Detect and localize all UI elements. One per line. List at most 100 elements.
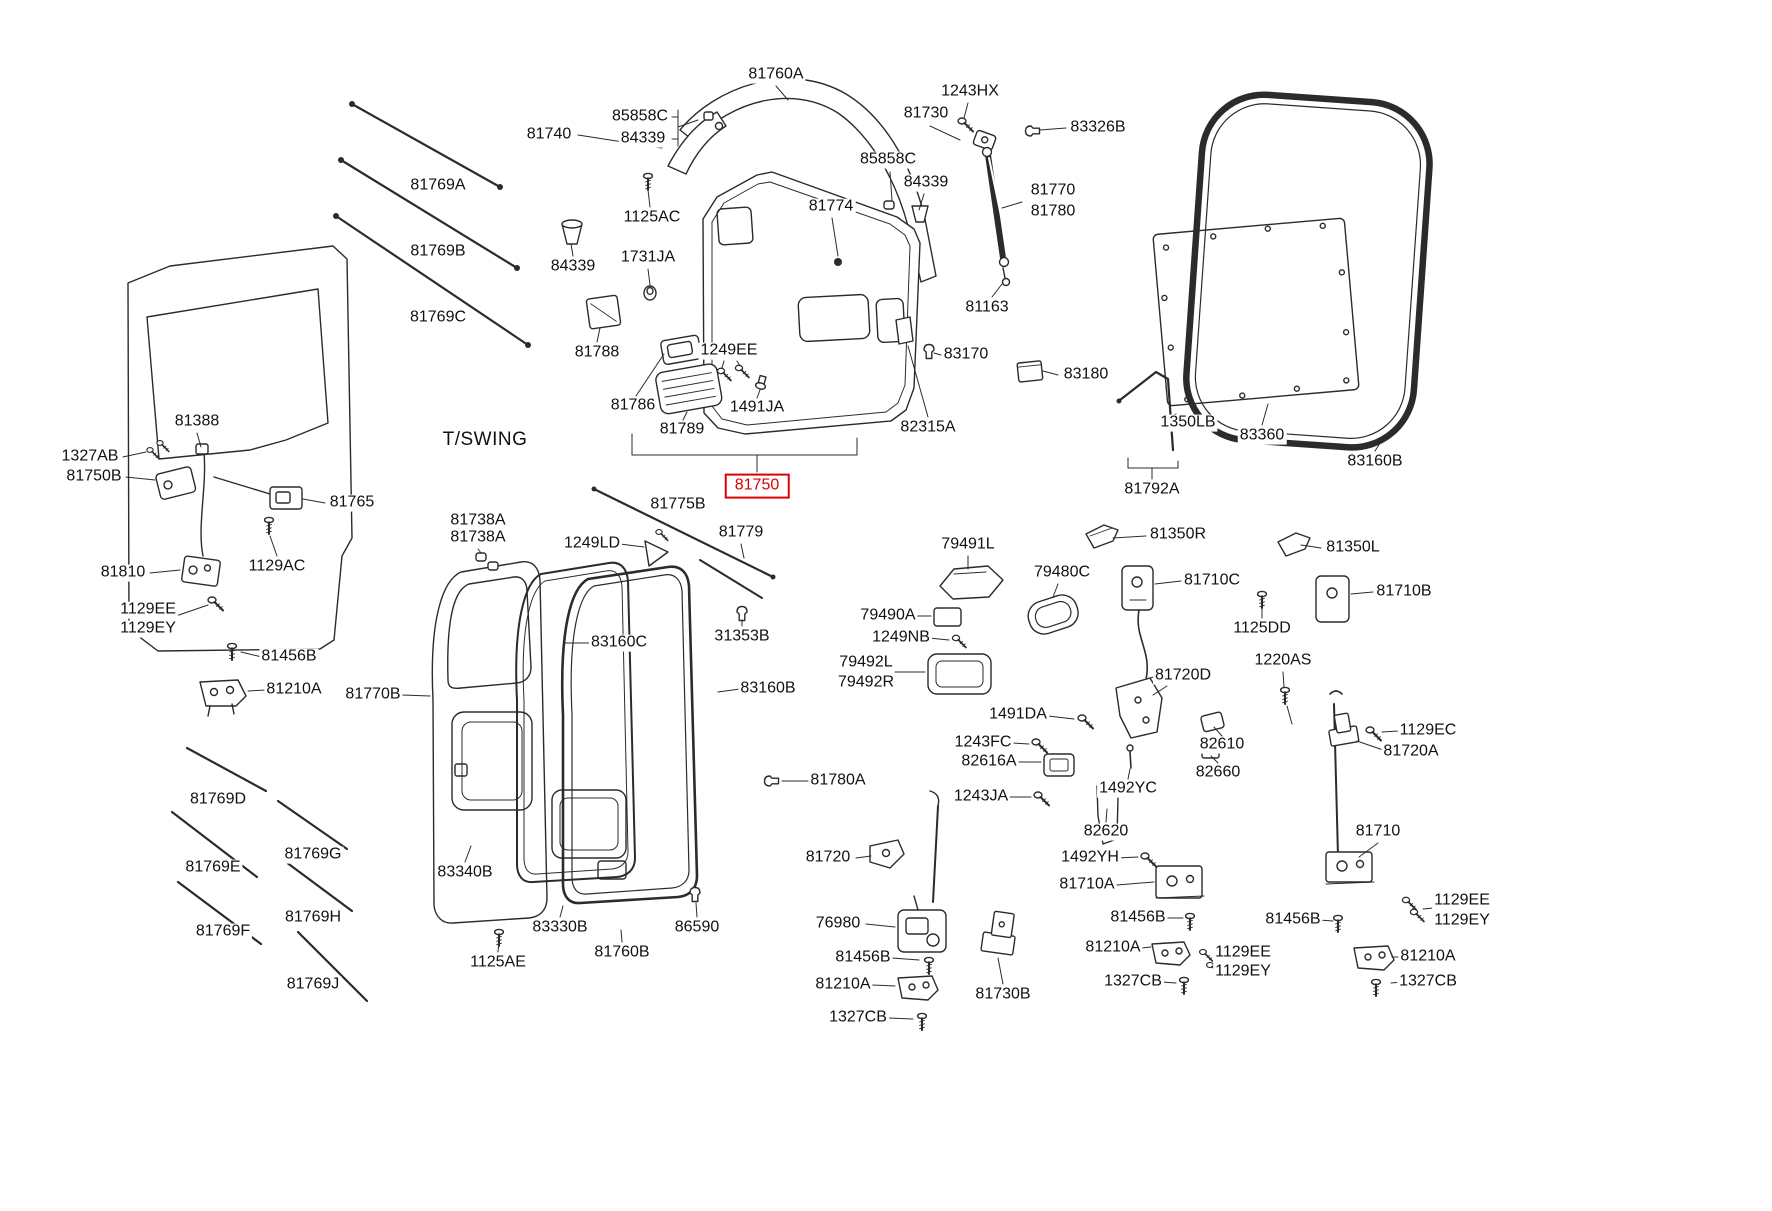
part-label-81710[interactable]: 81710 <box>1353 822 1403 841</box>
part-label-81456B[interactable]: 81456B <box>1263 910 1323 929</box>
part-label-83330B[interactable]: 83330B <box>530 918 590 937</box>
part-label-81788[interactable]: 81788 <box>572 343 622 362</box>
part-label-1249NB[interactable]: 1249NB <box>870 628 932 647</box>
part-label-81730B[interactable]: 81730B <box>973 985 1033 1004</box>
part-label-81720D[interactable]: 81720D <box>1152 666 1214 685</box>
part-label-81710B[interactable]: 81710B <box>1374 582 1434 601</box>
part-label-1243JA[interactable]: 1243JA <box>951 787 1011 806</box>
part-label-81775B[interactable]: 81775B <box>648 495 708 514</box>
part-label-81750[interactable]: 81750 <box>724 473 790 499</box>
part-label-81760B[interactable]: 81760B <box>592 943 652 962</box>
part-label-81738A[interactable]: 81738A <box>448 528 508 547</box>
part-label-83180[interactable]: 83180 <box>1061 365 1111 384</box>
part-label-81769J[interactable]: 81769J <box>284 975 342 994</box>
part-label-84339[interactable]: 84339 <box>548 257 598 276</box>
part-label-83160C[interactable]: 83160C <box>588 633 650 652</box>
part-label-1327CB[interactable]: 1327CB <box>827 1008 889 1027</box>
part-label-1249LD[interactable]: 1249LD <box>561 534 623 553</box>
part-label-1249EE[interactable]: 1249EE <box>698 341 760 360</box>
part-label-1220AS[interactable]: 1220AS <box>1252 651 1314 670</box>
part-label-81786[interactable]: 81786 <box>608 396 658 415</box>
part-label-81456B[interactable]: 81456B <box>833 948 893 967</box>
part-label-83170[interactable]: 83170 <box>941 345 991 364</box>
part-label-81456B[interactable]: 81456B <box>259 647 319 666</box>
part-label-1129EE[interactable]: 1129EE <box>1432 891 1492 910</box>
part-label-79490A[interactable]: 79490A <box>858 606 918 625</box>
part-label-1129AC[interactable]: 1129AC <box>246 557 308 576</box>
part-label-81720[interactable]: 81720 <box>803 848 853 867</box>
part-label-1491DA[interactable]: 1491DA <box>987 705 1049 724</box>
part-label-81769B[interactable]: 81769B <box>408 242 468 261</box>
part-label-81769E[interactable]: 81769E <box>183 858 243 877</box>
part-label-1731JA[interactable]: 1731JA <box>618 248 678 267</box>
part-label-81780A[interactable]: 81780A <box>808 771 868 790</box>
part-label-84339[interactable]: 84339 <box>618 129 668 148</box>
part-label-1129EC[interactable]: 1129EC <box>1397 721 1459 740</box>
part-label-82616A[interactable]: 82616A <box>959 752 1019 771</box>
part-label-76980[interactable]: 76980 <box>813 914 863 933</box>
part-label-85858C[interactable]: 85858C <box>857 150 919 169</box>
part-label-31353B[interactable]: 31353B <box>712 627 772 646</box>
part-label-81769A[interactable]: 81769A <box>408 176 468 195</box>
part-label-81210A[interactable]: 81210A <box>264 680 324 699</box>
part-label-81780[interactable]: 81780 <box>1028 202 1078 221</box>
part-label-1125DD[interactable]: 1125DD <box>1231 619 1293 638</box>
part-label-1129EY[interactable]: 1129EY <box>118 619 178 638</box>
part-label-1129EY[interactable]: 1129EY <box>1432 911 1492 930</box>
part-label-81769D[interactable]: 81769D <box>187 790 249 809</box>
part-label-1350LB[interactable]: 1350LB <box>1158 413 1218 432</box>
part-label-82315A[interactable]: 82315A <box>898 418 958 437</box>
part-label-1327CB[interactable]: 1327CB <box>1397 972 1459 991</box>
part-label-82660[interactable]: 82660 <box>1193 763 1243 782</box>
part-label-81210A[interactable]: 81210A <box>813 975 873 994</box>
part-label-81769F[interactable]: 81769F <box>193 922 253 941</box>
part-label-81163[interactable]: 81163 <box>963 298 1011 317</box>
part-label-81350L[interactable]: 81350L <box>1324 538 1382 557</box>
part-label-81388[interactable]: 81388 <box>172 412 222 431</box>
part-label-79480C[interactable]: 79480C <box>1031 563 1093 582</box>
part-label-1125AE[interactable]: 1125AE <box>468 953 528 972</box>
part-label-1125AC[interactable]: 1125AC <box>621 208 683 227</box>
part-label-1491JA[interactable]: 1491JA <box>727 398 787 417</box>
part-label-79492L[interactable]: 79492L <box>837 653 895 672</box>
part-label-81720A[interactable]: 81720A <box>1381 742 1441 761</box>
part-label-81750B[interactable]: 81750B <box>64 467 124 486</box>
part-label-85858C[interactable]: 85858C <box>609 107 671 126</box>
part-label-81765[interactable]: 81765 <box>327 493 377 512</box>
part-label-83160B[interactable]: 83160B <box>738 679 798 698</box>
part-label-86590[interactable]: 86590 <box>672 918 722 937</box>
part-label-81760A[interactable]: 81760A <box>746 65 806 84</box>
part-label-1243HX[interactable]: 1243HX <box>939 82 1001 101</box>
part-label-81710C[interactable]: 81710C <box>1181 571 1243 590</box>
part-label-79492R[interactable]: 79492R <box>835 673 897 692</box>
part-label-1129EY[interactable]: 1129EY <box>1213 962 1273 981</box>
part-label-81738A[interactable]: 81738A <box>448 511 508 530</box>
part-label-81810[interactable]: 81810 <box>98 563 148 582</box>
part-label-1129EE[interactable]: 1129EE <box>1213 943 1273 962</box>
part-label-81774[interactable]: 81774 <box>806 197 856 216</box>
part-label-81710A[interactable]: 81710A <box>1057 875 1117 894</box>
part-label-81210A[interactable]: 81210A <box>1083 938 1143 957</box>
part-label-82620[interactable]: 82620 <box>1081 822 1131 841</box>
part-label-83340B[interactable]: 83340B <box>435 863 495 882</box>
part-label-81210A[interactable]: 81210A <box>1398 947 1458 966</box>
part-label-81350R[interactable]: 81350R <box>1147 525 1209 544</box>
part-label-83326B[interactable]: 83326B <box>1068 118 1128 137</box>
part-label-1492YC[interactable]: 1492YC <box>1097 779 1159 798</box>
part-label-81792A[interactable]: 81792A <box>1122 480 1182 499</box>
part-label-81769H[interactable]: 81769H <box>282 908 344 927</box>
part-label-1243FC[interactable]: 1243FC <box>952 733 1014 752</box>
part-label-83160B[interactable]: 83160B <box>1345 452 1405 471</box>
part-label-81769C[interactable]: 81769C <box>407 308 469 327</box>
part-label-84339[interactable]: 84339 <box>901 173 951 192</box>
part-label-81740[interactable]: 81740 <box>524 125 574 144</box>
part-label-81789[interactable]: 81789 <box>657 420 707 439</box>
part-label-1492YH[interactable]: 1492YH <box>1059 848 1121 867</box>
part-label-81730[interactable]: 81730 <box>901 104 951 123</box>
part-label-83360[interactable]: 83360 <box>1237 426 1287 445</box>
part-label-81769G[interactable]: 81769G <box>282 845 344 864</box>
part-label-79491L[interactable]: 79491L <box>939 535 997 554</box>
part-label-1129EE[interactable]: 1129EE <box>118 600 178 619</box>
part-label-1327CB[interactable]: 1327CB <box>1102 972 1164 991</box>
part-label-1327AB[interactable]: 1327AB <box>59 447 121 466</box>
